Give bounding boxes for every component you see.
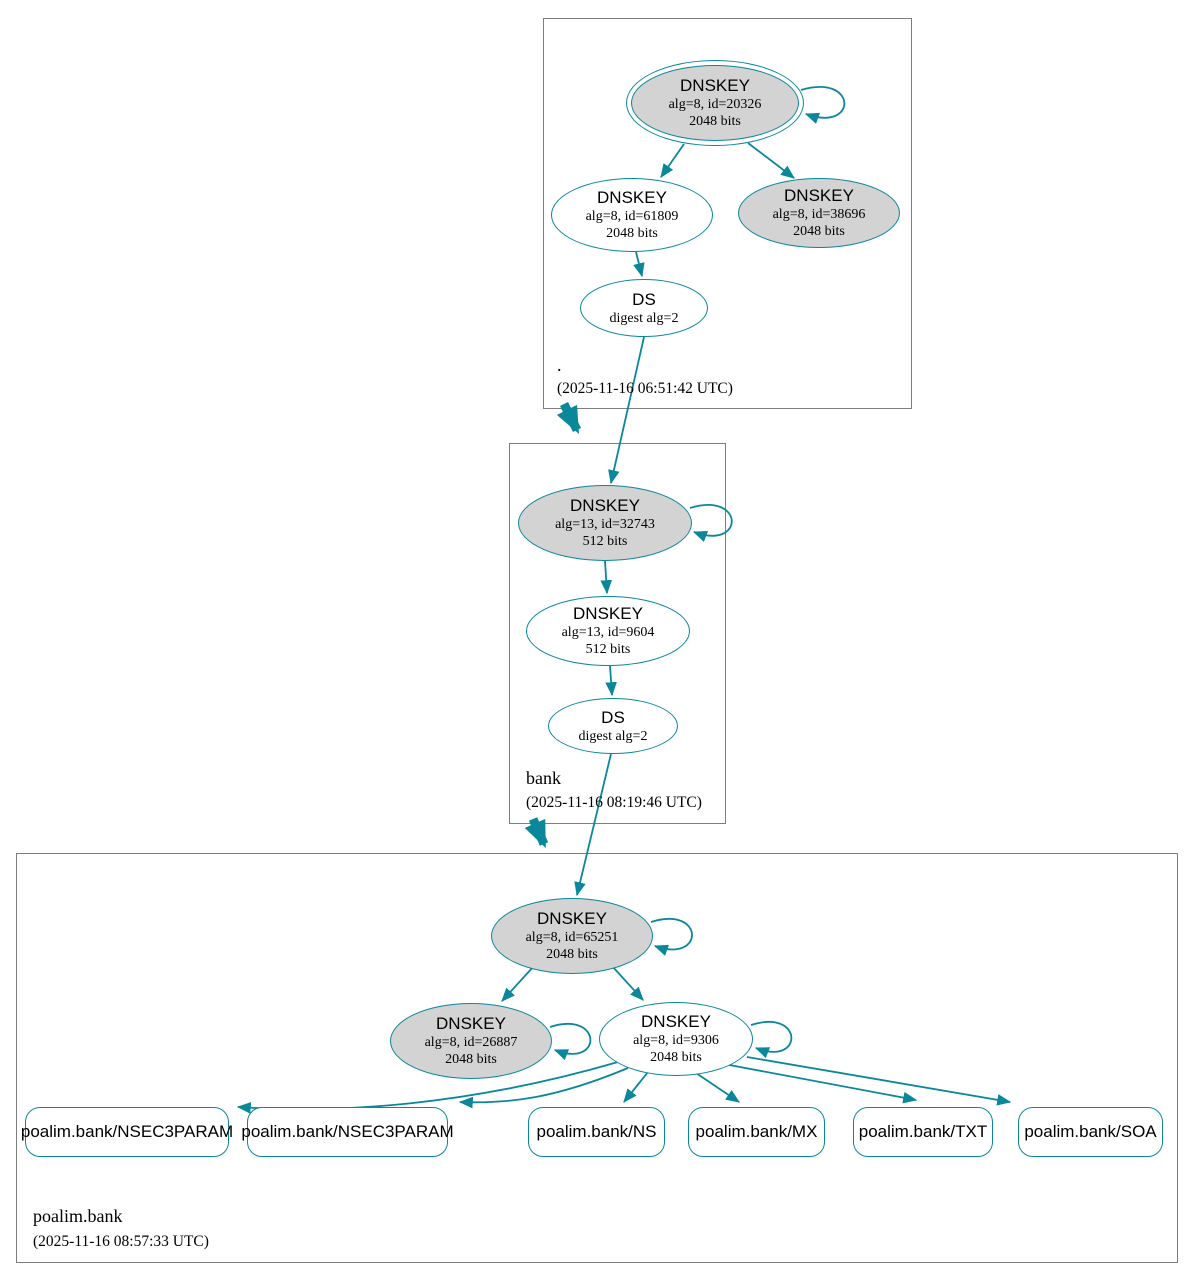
dnskey-node-bank-zsk-9604[interactable]: DNSKEY alg=13, id=9604 512 bits bbox=[526, 596, 690, 666]
edge-delegation-bank-to-poalim bbox=[524, 817, 549, 849]
node-title: DNSKEY bbox=[537, 909, 607, 928]
edge-pb-zsk-to-nsec3param-2 bbox=[458, 1067, 629, 1109]
node-detail: alg=13, id=32743 bbox=[555, 517, 655, 532]
dnskey-node-root-38696[interactable]: DNSKEY alg=8, id=38696 2048 bits bbox=[738, 178, 900, 248]
edge-selfloop-pb-zsk bbox=[750, 1021, 793, 1059]
dnskey-node-pb-zsk-9306[interactable]: DNSKEY alg=8, id=9306 2048 bits bbox=[599, 1002, 753, 1076]
node-title: DNSKEY bbox=[784, 186, 854, 205]
node-title: DNSKEY bbox=[573, 604, 643, 623]
node-title: DNSKEY bbox=[597, 188, 667, 207]
dnskey-node-pb-ksk-65251[interactable]: DNSKEY alg=8, id=65251 2048 bits bbox=[491, 898, 653, 974]
node-bits: 2048 bits bbox=[445, 1052, 497, 1067]
rrset-node-txt[interactable]: poalim.bank/TXT bbox=[853, 1107, 993, 1157]
node-bits: 2048 bits bbox=[650, 1050, 702, 1065]
node-detail: digest alg=2 bbox=[609, 310, 679, 326]
sep-inner-ring bbox=[631, 65, 799, 141]
edge-pb-ksk-to-key26887 bbox=[501, 965, 535, 1002]
edge-pb-ksk-to-zsk bbox=[611, 965, 644, 1001]
dnskey-node-root-zsk-61809[interactable]: DNSKEY alg=8, id=61809 2048 bits bbox=[551, 178, 713, 252]
rrset-label: poalim.bank/NSEC3PARAM bbox=[241, 1122, 454, 1141]
node-bits: 2048 bits bbox=[793, 224, 845, 239]
edge-root-zsk-to-ds bbox=[633, 251, 645, 278]
zone-name-poalim-bank: poalim.bank bbox=[33, 1206, 123, 1226]
rrset-node-ns[interactable]: poalim.bank/NS bbox=[528, 1107, 665, 1157]
zone-box-poalim-bank bbox=[16, 853, 1178, 1263]
rrset-node-mx[interactable]: poalim.bank/MX bbox=[688, 1107, 825, 1157]
edge-selfloop-root-ksk bbox=[800, 86, 846, 124]
zone-name-root: . bbox=[557, 355, 562, 375]
node-bits: 2048 bits bbox=[689, 114, 741, 129]
node-title: DNSKEY bbox=[680, 76, 750, 95]
node-detail: alg=8, id=61809 bbox=[585, 209, 679, 224]
edge-selfloop-bank-ksk bbox=[689, 504, 733, 542]
node-title: DNSKEY bbox=[436, 1014, 506, 1033]
node-bits: 512 bits bbox=[585, 642, 631, 657]
edge-pb-zsk-to-mx bbox=[695, 1072, 740, 1103]
node-title: DS bbox=[632, 289, 656, 309]
dnskey-node-bank-ksk-32743[interactable]: DNSKEY alg=13, id=32743 512 bits bbox=[518, 485, 692, 561]
edge-pb-zsk-to-txt bbox=[723, 1063, 918, 1104]
edge-root-ksk-to-zsk bbox=[660, 143, 685, 178]
rrset-label: poalim.bank/MX bbox=[695, 1122, 818, 1141]
edge-pb-zsk-to-ns bbox=[623, 1071, 649, 1103]
zone-timestamp-root: (2025-11-16 06:51:42 UTC) bbox=[557, 380, 733, 397]
node-detail: digest alg=2 bbox=[578, 728, 648, 744]
rrset-label: poalim.bank/NS bbox=[536, 1122, 657, 1141]
node-detail: alg=8, id=9306 bbox=[633, 1033, 719, 1048]
zone-box-root bbox=[543, 18, 912, 409]
zone-name-bank: bank bbox=[526, 768, 561, 788]
node-detail: alg=8, id=65251 bbox=[525, 930, 619, 945]
edge-selfloop-pb-key26887 bbox=[549, 1023, 592, 1061]
edge-bank-ksk-to-zsk bbox=[600, 560, 613, 595]
node-detail: alg=8, id=38696 bbox=[772, 207, 866, 222]
node-title: DNSKEY bbox=[641, 1012, 711, 1031]
node-detail: alg=8, id=26887 bbox=[424, 1035, 518, 1050]
edge-selfloop-pb-ksk bbox=[650, 918, 693, 956]
rrset-node-soa[interactable]: poalim.bank/SOA bbox=[1018, 1107, 1163, 1157]
zone-timestamp-bank: (2025-11-16 08:19:46 UTC) bbox=[526, 794, 702, 811]
node-bits: 2048 bits bbox=[606, 226, 658, 241]
node-bits: 512 bits bbox=[582, 534, 628, 549]
node-bits: 2048 bits bbox=[546, 947, 598, 962]
edge-bank-ds-to-pb-ksk bbox=[574, 753, 612, 897]
edge-root-ds-to-bank-ksk bbox=[608, 336, 645, 485]
rrset-label: poalim.bank/TXT bbox=[858, 1122, 988, 1141]
node-detail: alg=8, id=20326 bbox=[668, 97, 762, 112]
dnskey-node-root-ksk-20326[interactable]: DNSKEY alg=8, id=20326 2048 bits bbox=[626, 60, 804, 146]
dnskey-node-pb-26887[interactable]: DNSKEY alg=8, id=26887 2048 bits bbox=[390, 1003, 552, 1079]
edge-root-ksk-to-key38696 bbox=[747, 142, 795, 179]
node-title: DS bbox=[601, 707, 625, 727]
rrset-node-nsec3param-2[interactable]: poalim.bank/NSEC3PARAM bbox=[241, 1107, 454, 1157]
ds-node-root[interactable]: DS digest alg=2 bbox=[580, 279, 708, 337]
rrset-node-nsec3param-1[interactable]: poalim.bank/NSEC3PARAM bbox=[21, 1107, 233, 1157]
rrset-label: poalim.bank/SOA bbox=[1024, 1122, 1157, 1141]
zone-timestamp-poalim-bank: (2025-11-16 08:57:33 UTC) bbox=[33, 1233, 209, 1250]
edge-pb-zsk-to-soa bbox=[746, 1056, 1012, 1106]
rrset-label: poalim.bank/NSEC3PARAM bbox=[20, 1122, 234, 1141]
node-title: DNSKEY bbox=[570, 496, 640, 515]
ds-node-bank[interactable]: DS digest alg=2 bbox=[548, 698, 678, 754]
edge-delegation-root-to-bank bbox=[556, 401, 582, 435]
node-detail: alg=13, id=9604 bbox=[561, 625, 655, 640]
zone-box-bank bbox=[509, 443, 726, 824]
edge-bank-zsk-to-ds bbox=[605, 665, 617, 697]
